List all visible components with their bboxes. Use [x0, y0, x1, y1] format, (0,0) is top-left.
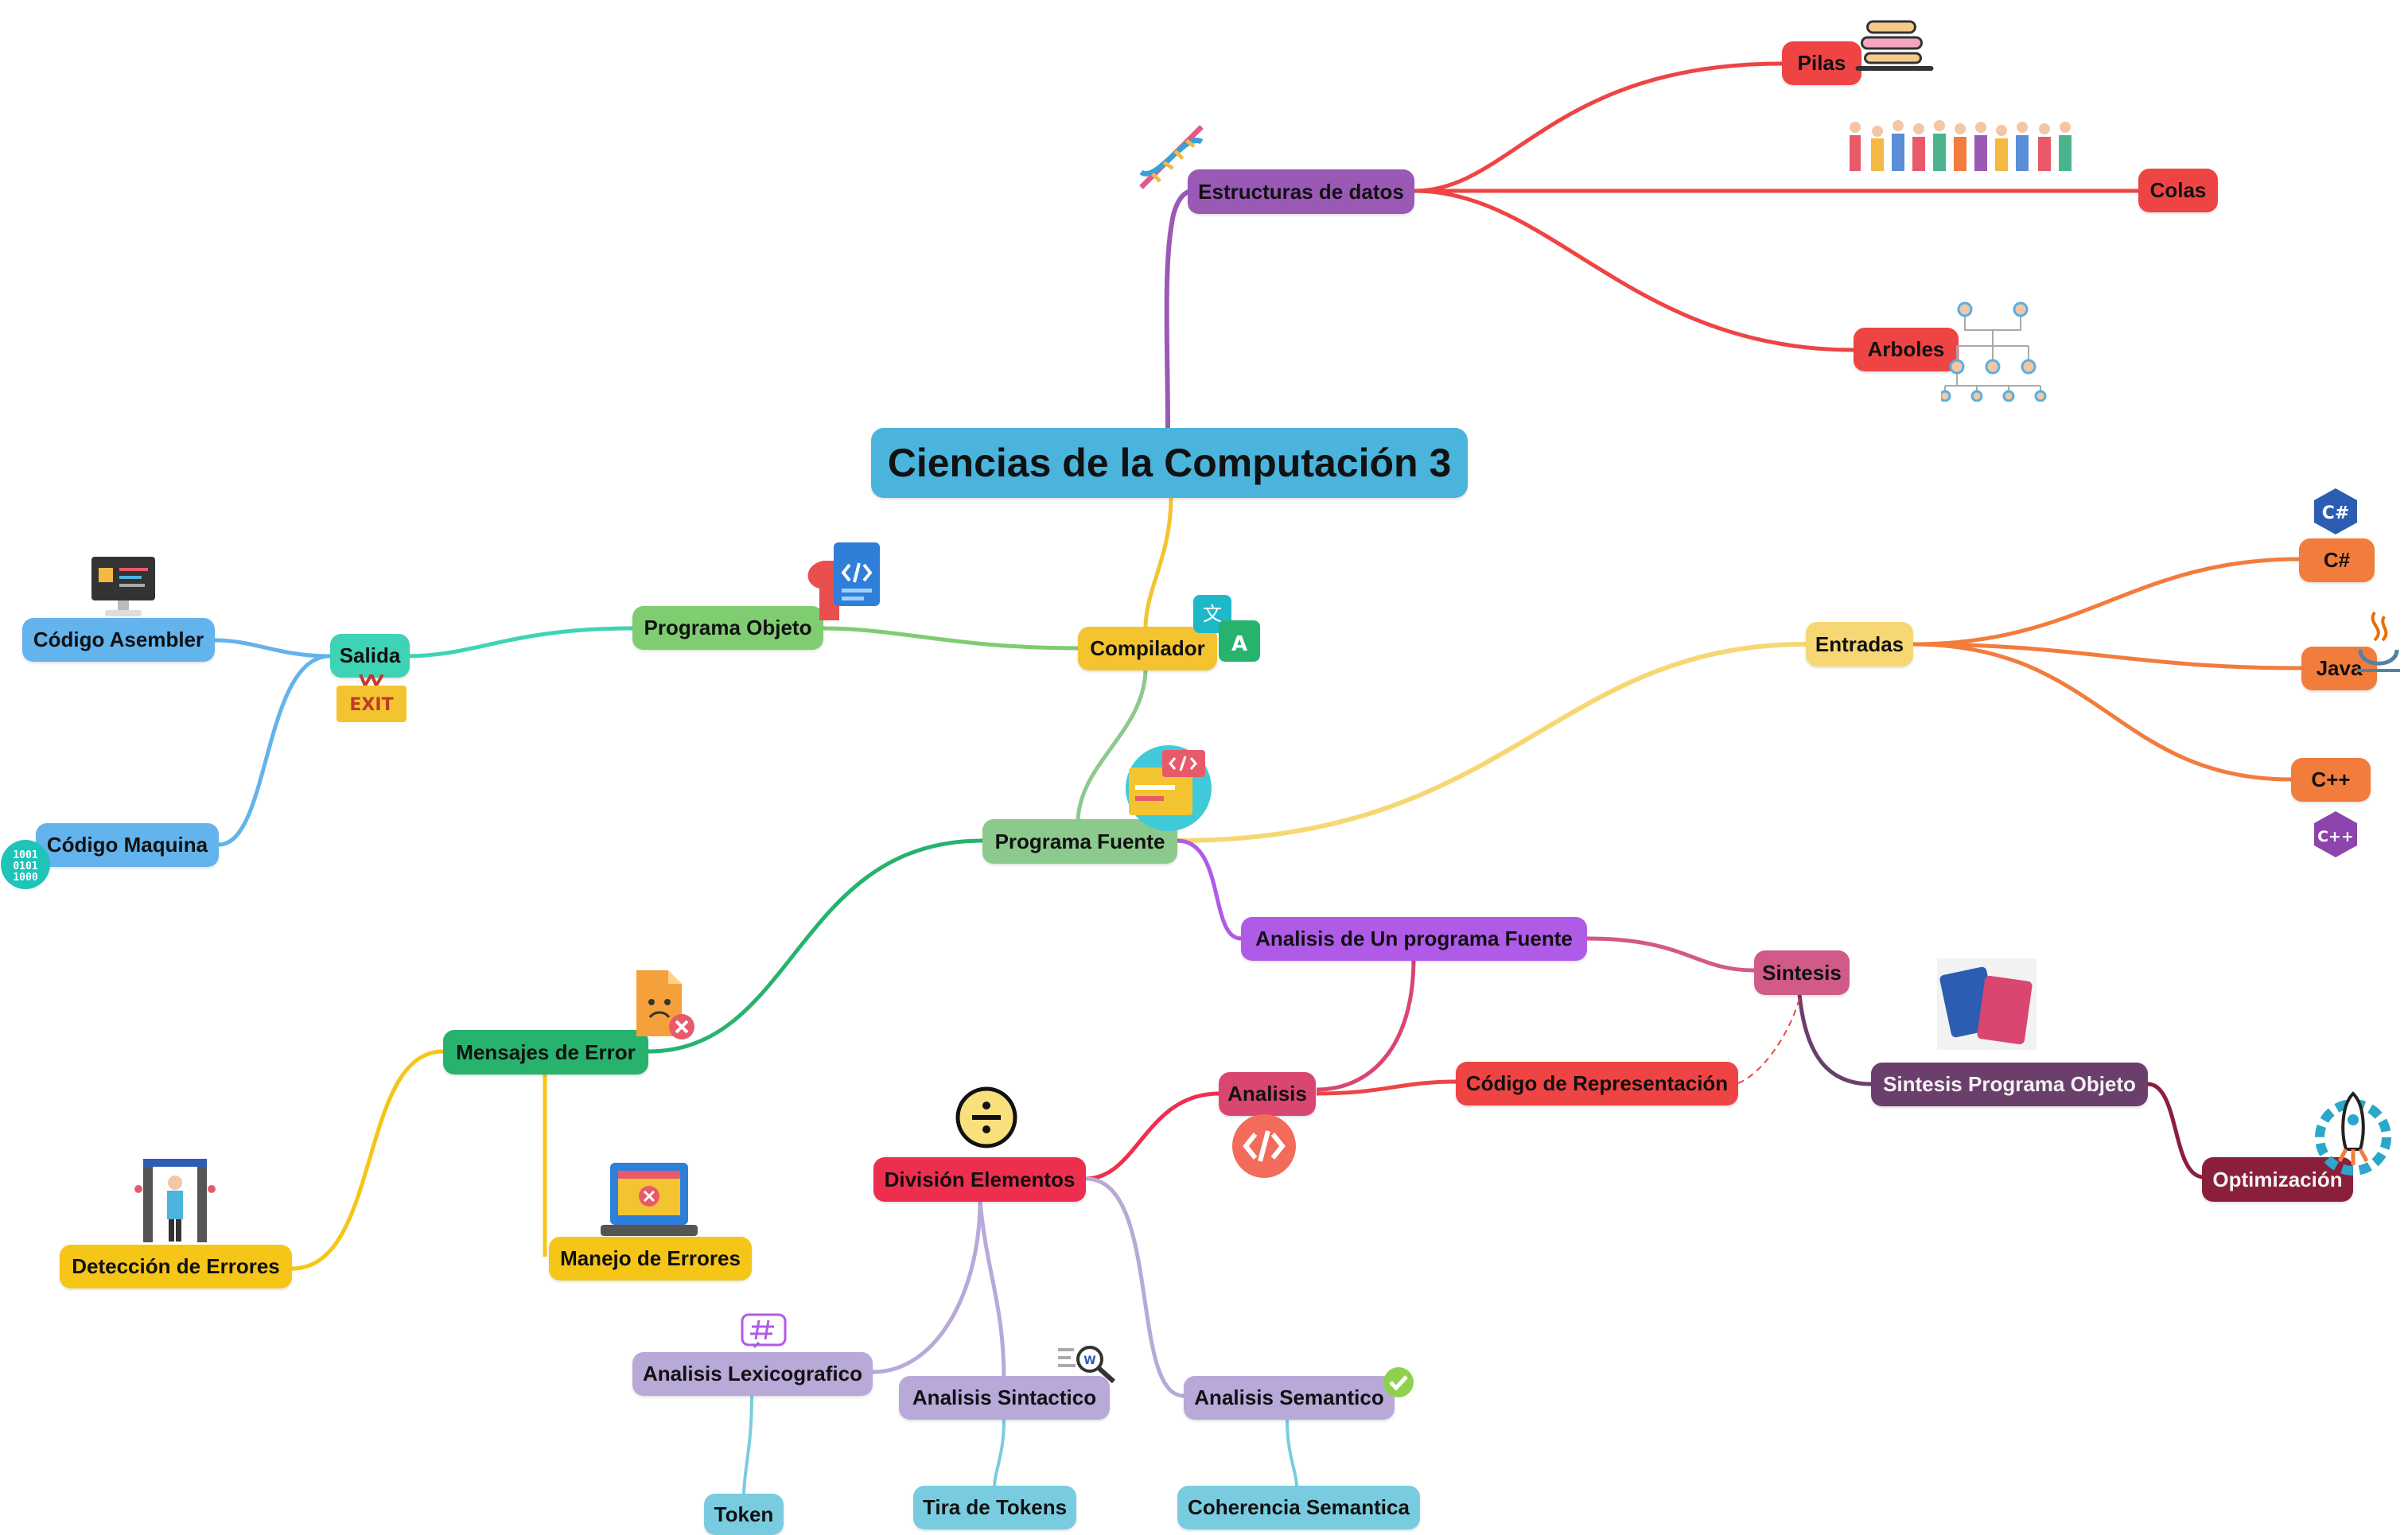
search-word-icon: W [1058, 1340, 1118, 1384]
code-brackets-icon [1231, 1113, 1297, 1179]
laptop-error-icon [601, 1163, 698, 1241]
exit-sign-icon: EXIT [336, 674, 407, 722]
svg-text:文: 文 [1203, 603, 1222, 625]
monitor-code-icon [88, 557, 159, 620]
node-analisis-lexicografico[interactable]: Analisis Lexicografico [632, 1352, 873, 1396]
root-topic[interactable]: Ciencias de la Computación 3 [871, 428, 1468, 498]
node-tira-de-tokens[interactable]: Tira de Tokens [913, 1486, 1076, 1529]
divide-icon [955, 1086, 1018, 1149]
svg-text:0101: 0101 [13, 861, 37, 872]
node-java[interactable]: Java [2301, 647, 2377, 690]
svg-text:A: A [1231, 632, 1247, 656]
node-analisis-semantico[interactable]: Analisis Semantico [1184, 1376, 1395, 1420]
dna-icon [1134, 119, 1209, 195]
node-compilador[interactable]: Compilador [1078, 627, 1217, 670]
books-icon [1937, 958, 2036, 1050]
queue-of-people-icon [1846, 111, 2076, 179]
error-file-icon [632, 966, 696, 1042]
node-codigo-maquina[interactable]: Código Maquina [36, 823, 219, 867]
node-pilas[interactable]: Pilas [1782, 41, 1861, 85]
node-analisis-sintactico[interactable]: Analisis Sintactico [899, 1376, 1110, 1420]
node-programa-fuente[interactable]: Programa Fuente [982, 819, 1177, 864]
stack-of-pancakes-icon [1854, 12, 1937, 76]
node-manejo-de-errores[interactable]: Manejo de Errores [549, 1237, 752, 1280]
cpp-logo-icon: C++ [2311, 810, 2360, 859]
node-codigo-asembler[interactable]: Código Asembler [22, 618, 215, 662]
node-mensajes-de-error[interactable]: Mensajes de Error [443, 1030, 648, 1074]
code-brain-icon [803, 541, 883, 620]
node-division-elementos[interactable]: División Elementos [873, 1157, 1086, 1202]
java-cup-icon [2351, 608, 2406, 676]
node-entradas[interactable]: Entradas [1806, 622, 1913, 666]
cpp-logo-text: C++ [2317, 828, 2354, 845]
node-sintesis[interactable]: Sintesis [1754, 950, 1850, 995]
node-estructuras-de-datos[interactable]: Estructuras de datos [1188, 169, 1414, 214]
svg-text:1000: 1000 [13, 872, 37, 884]
node-analisis-programa-fuente[interactable]: Analisis de Un programa Fuente [1241, 917, 1587, 961]
node-coherencia-semantica[interactable]: Coherencia Semantica [1177, 1486, 1420, 1529]
exit-sign-text: EXIT [349, 695, 393, 715]
org-tree-icon [1941, 298, 2048, 402]
node-cpp[interactable]: C++ [2291, 758, 2371, 802]
node-sintesis-programa-objeto[interactable]: Sintesis Programa Objeto [1871, 1063, 2148, 1106]
node-salida[interactable]: Salida [330, 634, 410, 678]
node-colas[interactable]: Colas [2138, 169, 2218, 212]
node-csharp[interactable]: C# [2299, 538, 2375, 582]
check-icon [1383, 1366, 1414, 1398]
hashtag-icon [740, 1312, 788, 1352]
node-programa-objeto[interactable]: Programa Objeto [632, 606, 823, 650]
node-analisis[interactable]: Analisis [1219, 1072, 1316, 1116]
node-deteccion-de-errores[interactable]: Detección de Errores [60, 1245, 292, 1288]
rocket-gear-icon [2309, 1090, 2393, 1181]
security-gate-icon [127, 1157, 223, 1245]
node-token[interactable]: Token [704, 1494, 784, 1535]
web-code-icon [1124, 744, 1213, 833]
csharp-logo-icon: C# [2311, 487, 2360, 536]
svg-text:W: W [1083, 1354, 1095, 1367]
binary-text: 1001 [13, 849, 37, 861]
node-arboles[interactable]: Arboles [1854, 328, 1959, 371]
node-codigo-de-representacion[interactable]: Código de Representación [1456, 1062, 1738, 1106]
csharp-logo-text: C# [2322, 503, 2350, 523]
